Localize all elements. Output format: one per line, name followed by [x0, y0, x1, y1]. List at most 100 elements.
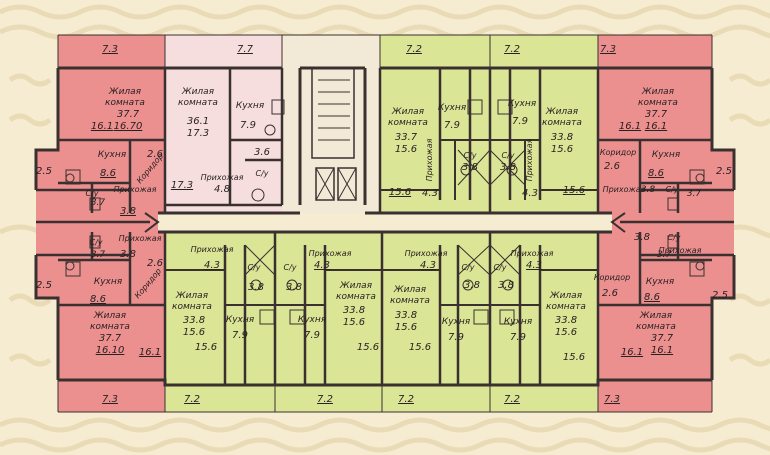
living-area: 16.70	[114, 121, 143, 132]
bathroom-label: С/у	[255, 169, 268, 178]
hall-area: 4.3	[526, 260, 542, 271]
bathroom-label: С/у	[463, 151, 476, 160]
total-area: 33.8	[395, 310, 417, 321]
bath-area: 3.8	[286, 282, 302, 293]
bath-area: 3.8	[498, 280, 514, 291]
living-area: 15.6	[343, 317, 365, 328]
kitchen-label: Кухня	[504, 317, 533, 327]
room-area: 16.1	[619, 121, 641, 132]
balcony-area: 7.7	[237, 44, 254, 55]
corridor-label: Коридор	[594, 273, 630, 282]
apartment-fills	[36, 35, 734, 412]
apartment-green-bottom-2	[275, 232, 382, 412]
bathroom-label: С/у	[665, 185, 678, 194]
common-corridor	[158, 213, 612, 232]
living-room-label: комната	[105, 98, 145, 108]
hall-area: 3.8	[120, 206, 136, 217]
balcony-area: 7.2	[504, 44, 520, 55]
living-room-label: комната	[178, 98, 218, 108]
hall-label: Прихожая	[603, 185, 646, 194]
living-area: 16.1	[645, 121, 667, 132]
living-area: 17.3	[187, 128, 209, 139]
hall-label: Прихожая	[511, 249, 554, 258]
kitchen-label: Кухня	[236, 101, 265, 111]
kitchen-area: 8.6	[90, 294, 106, 305]
room-area: 15.6	[389, 187, 411, 198]
bathroom-label: С/у	[89, 238, 102, 247]
loggia-area: 2.5	[36, 166, 52, 177]
bathroom-label: С/у	[85, 189, 98, 198]
room-area: 16.1	[621, 347, 643, 358]
total-area: 33.8	[343, 305, 365, 316]
hall-area: 4.3	[314, 260, 330, 271]
apartment-green-bottom-1	[165, 232, 275, 412]
bath-area: 3.8	[248, 282, 264, 293]
living-room-label: комната	[390, 296, 430, 306]
hall-label: Прихожая	[309, 249, 352, 258]
bathroom-label: С/у	[501, 151, 514, 160]
balcony-area: 7.2	[184, 394, 200, 405]
bath-area: 3.8	[464, 280, 480, 291]
living-room-label: Жилая	[175, 291, 209, 301]
living-room-label: комната	[90, 322, 130, 332]
loggia-area: 2.5	[712, 290, 728, 301]
living-room-label: Жилая	[181, 87, 215, 97]
room-area: 17.3	[171, 180, 193, 191]
kitchen-label: Кухня	[652, 150, 681, 160]
hall-label: Прихожая	[425, 138, 434, 181]
kitchen-area: 7.9	[232, 330, 248, 341]
hall-area: 3.8	[641, 185, 656, 195]
living-area: 16.10	[96, 345, 125, 356]
hall-area: 4.8	[214, 184, 230, 195]
living-area: 15.6	[395, 322, 417, 333]
living-room-label: Жилая	[393, 285, 427, 295]
living-area: 15.6	[183, 327, 205, 338]
hall-area: 4.3	[422, 188, 438, 199]
loggia-area: 2.5	[36, 280, 52, 291]
kitchen-area: 7.9	[240, 120, 256, 131]
living-area: 15.6	[395, 144, 417, 155]
living-room-label: комната	[336, 292, 376, 302]
total-area: 33.8	[555, 315, 577, 326]
bath-area: 3.7	[687, 189, 702, 199]
living-room-label: комната	[638, 98, 678, 108]
balcony-area: 7.2	[504, 394, 520, 405]
balcony-area: 7.3	[600, 44, 616, 55]
room-area: 16.1	[139, 347, 161, 358]
apartment-green-top-2	[490, 35, 598, 213]
hall-area: 4.3	[204, 260, 220, 271]
kitchen-label: Кухня	[442, 317, 471, 327]
room-area: 16.1	[91, 121, 113, 132]
living-room-label: Жилая	[108, 87, 142, 97]
kitchen-label: Кухня	[298, 315, 327, 325]
kitchen-area: 7.9	[448, 332, 464, 343]
kitchen-label: Кухня	[646, 277, 675, 287]
living-room-label: комната	[388, 118, 428, 128]
total-area: 37.7	[99, 333, 122, 344]
apartment-pink	[165, 35, 282, 213]
corridor-area: 2.6	[147, 258, 163, 269]
kitchen-label: Кухня	[98, 150, 127, 160]
hall-label: Прихожая	[201, 173, 244, 182]
bath-area: 3.8	[462, 162, 478, 173]
apartment-green-top-1	[380, 35, 490, 213]
hall-label: Прихожая	[114, 185, 157, 194]
total-area: 33.8	[183, 315, 205, 326]
bathroom-label: С/у	[667, 233, 680, 242]
bath-area: 3.7	[91, 198, 106, 208]
bathroom-label: С/у	[283, 263, 296, 272]
apartment-green-bottom-4	[490, 232, 598, 412]
corridor-label: Коридор	[600, 148, 636, 157]
total-area: 37.7	[117, 109, 140, 120]
kitchen-area: 7.9	[444, 120, 460, 131]
bathroom-label: С/у	[247, 263, 260, 272]
kitchen-label: Кухня	[94, 277, 123, 287]
hall-label: Прихожая	[191, 245, 234, 254]
room-area: 15.6	[563, 352, 585, 363]
living-room-label: комната	[542, 118, 582, 128]
living-area: 16.1	[651, 345, 673, 356]
hall-label: Прихожая	[659, 246, 702, 255]
balcony-area: 7.2	[406, 44, 422, 55]
kitchen-area: 7.9	[512, 116, 528, 127]
